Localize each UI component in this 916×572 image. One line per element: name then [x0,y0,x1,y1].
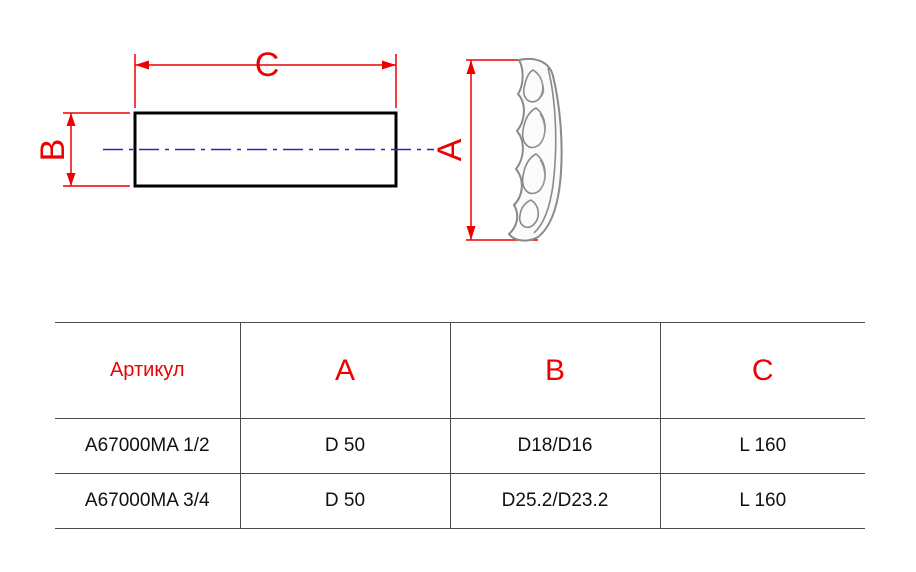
profile-detail-lines [537,73,546,189]
dimension-c [134,54,397,108]
profile-petal-middle [521,107,546,149]
dim-a-label: A [431,138,469,161]
cell-c: L 160 [659,473,865,529]
profile-petal-lower [521,153,546,195]
table-row: A67000MA 3/4 D 50 D25.2/D23.2 L 160 [55,473,865,529]
arrow-b-bottom [66,173,76,186]
arrow-a-bottom [466,226,476,240]
spec-table: Артикул A B C A67000MA 1/2 D 50 D18/D16 … [55,322,865,529]
header-col-a: A [239,322,450,419]
cell-a: D 50 [239,473,450,529]
arrow-c-left [135,60,149,70]
cell-a: D 50 [239,418,450,474]
cell-b: D25.2/D23.2 [449,473,660,529]
arrow-c-right [382,60,396,70]
header-col-b: B [449,322,660,419]
dimension-drawing: C B A [34,46,563,242]
profile-curl-bottom [518,199,540,229]
part-profile-view [507,57,563,242]
dim-c-label: C [255,46,280,84]
arrow-a-top [466,60,476,74]
dim-b-label: B [34,139,72,162]
spec-table-section: Артикул A B C A67000MA 1/2 D 50 D18/D16 … [55,322,865,529]
cell-b: D18/D16 [449,418,660,474]
header-col-c: C [659,322,865,419]
table-row: A67000MA 1/2 D 50 D18/D16 L 160 [55,418,865,474]
cell-article: A67000MA 1/2 [55,418,240,474]
cell-article: A67000MA 3/4 [55,473,240,529]
arrow-b-top [66,113,76,126]
header-article: Артикул [55,322,240,419]
profile-outline [507,57,563,242]
profile-spine [533,67,557,234]
cell-c: L 160 [659,418,865,474]
table-header-row: Артикул A B C [55,322,865,419]
